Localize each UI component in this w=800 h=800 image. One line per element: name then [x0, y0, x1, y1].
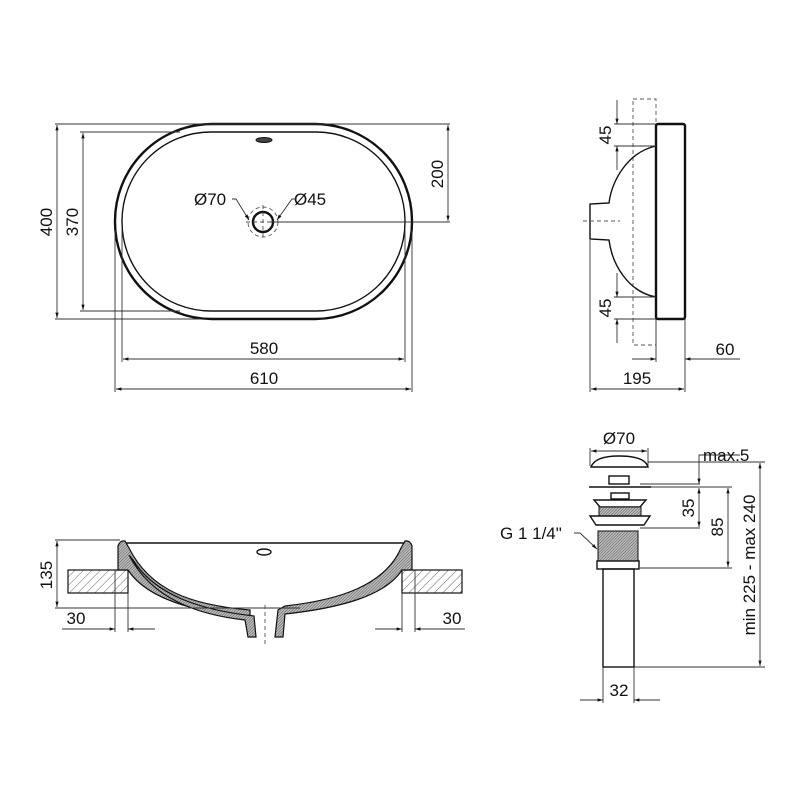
dim-total-height: 195: [623, 369, 651, 388]
installation-cutout-dashed: [632, 98, 657, 346]
dim-top-margin: 45: [596, 126, 615, 145]
countertop-right: [401, 569, 463, 594]
dim-body: 85: [708, 518, 727, 537]
dim-pipe-diameter: 32: [610, 681, 629, 700]
dim-depth-inner: 370: [63, 208, 82, 236]
drain-cap: [589, 455, 649, 468]
dim-right-overlap: 30: [443, 609, 462, 628]
overflow-slot-section: [256, 548, 272, 556]
basin-rim-profile: [654, 122, 687, 321]
countertop-left: [67, 569, 129, 594]
basin-outer-outline: [113, 122, 414, 321]
threaded-body: [597, 530, 639, 562]
bowl-profile: [589, 145, 657, 298]
top-view: 400 370 200 580 610 Ø70 Ø45: [37, 122, 450, 392]
dim-bottom-margin: 45: [596, 299, 615, 318]
basin-inner-outline: [121, 131, 406, 312]
dim-flange: 35: [679, 499, 698, 518]
dim-cap-diameter: Ø70: [603, 429, 635, 448]
dim-cap-gap: max.5: [703, 446, 749, 465]
dim-drain-inner: Ø45: [294, 190, 326, 209]
dim-depth-outer: 400: [37, 208, 56, 236]
dim-drain-offset: 200: [428, 160, 447, 188]
drain-pipe: [602, 568, 635, 668]
drain-assembly: Ø70 max.5 35 85 min 225 - max 240 32 G 1…: [500, 429, 765, 703]
dim-drain-outer: Ø70: [194, 190, 226, 209]
dim-total-length: min 225 - max 240: [740, 495, 759, 636]
overflow-slot: [255, 137, 273, 143]
dim-width-inner: 580: [250, 339, 278, 358]
dim-width-outer: 610: [250, 369, 278, 388]
dim-section-height: 135: [37, 561, 56, 589]
dim-rim-height: 60: [716, 340, 735, 359]
dim-left-overlap: 30: [67, 609, 86, 628]
section-view: 135 30 30: [37, 539, 465, 645]
side-view: 45 45 60 195: [583, 98, 740, 392]
thread-label: G 1 1/4": [500, 524, 562, 543]
